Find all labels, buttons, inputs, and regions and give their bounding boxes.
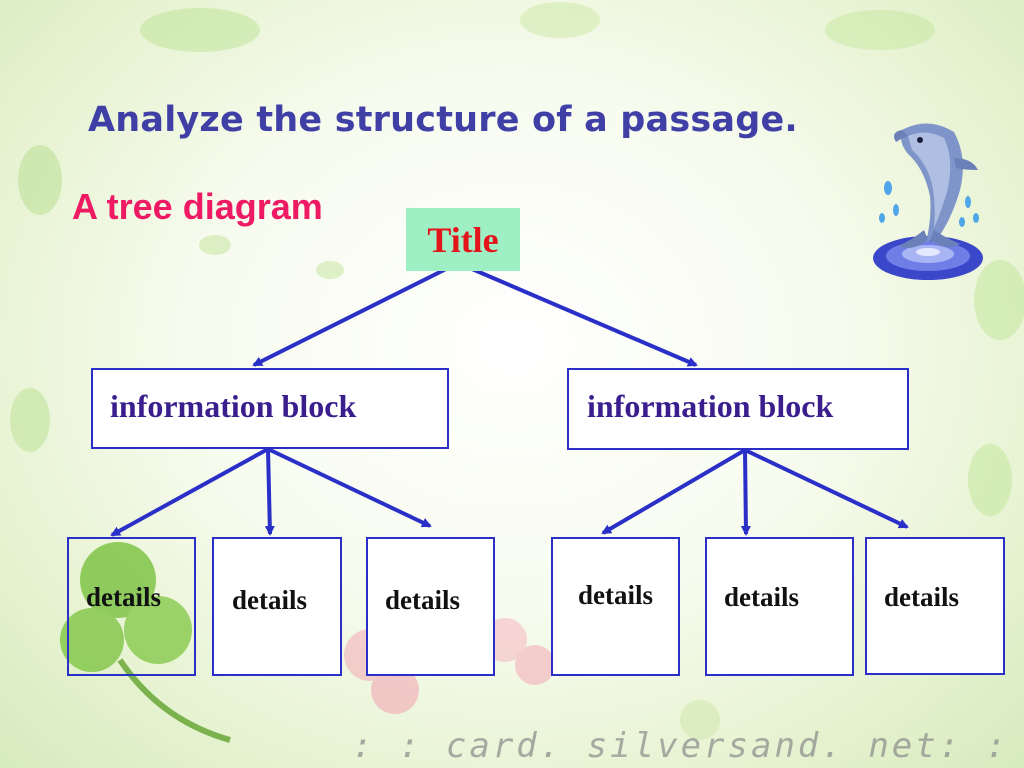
connector-block-2-detail-3 (744, 448, 909, 529)
detail-label-1-2: details (232, 585, 308, 615)
connector-root-block-1 (252, 261, 459, 367)
detail-box-1-1 (67, 537, 196, 676)
detail-label-2-3: details (884, 582, 960, 612)
detail-label-1-3: details (385, 585, 461, 615)
information-block-1 (91, 368, 449, 449)
site-watermark: : : card. silversand. net: : (352, 726, 1010, 766)
connector-block-1-detail-1 (110, 447, 269, 537)
detail-label-2-2: details (724, 582, 800, 612)
diagram-subheading: A tree diagram (72, 186, 323, 227)
clover-decoration (60, 542, 231, 743)
detail-box-2-3 (865, 537, 1005, 675)
dolphin-icon (873, 123, 983, 280)
detail-box-2-2 (705, 537, 854, 676)
detail-box-1-3 (366, 537, 495, 676)
connector-block-2-detail-1 (601, 448, 747, 535)
information-block-2 (567, 368, 909, 450)
slide-heading: Analyze the structure of a passage. (88, 100, 798, 140)
tree-root-label: Title (427, 219, 499, 260)
tree-root-node: Title (406, 208, 520, 271)
connector-block-2-detail-2 (740, 449, 751, 536)
information-block-2-label: information block (587, 388, 834, 424)
information-block-1-label: information block (110, 388, 357, 424)
detail-box-1-2 (212, 537, 342, 676)
detail-label-1-1: details (86, 582, 162, 612)
connector-block-1-detail-2 (264, 448, 275, 536)
detail-label-2-1: details (578, 580, 654, 610)
connector-block-1-detail-3 (267, 447, 432, 528)
connector-root-block-2 (457, 261, 698, 367)
detail-box-2-1 (551, 537, 680, 676)
